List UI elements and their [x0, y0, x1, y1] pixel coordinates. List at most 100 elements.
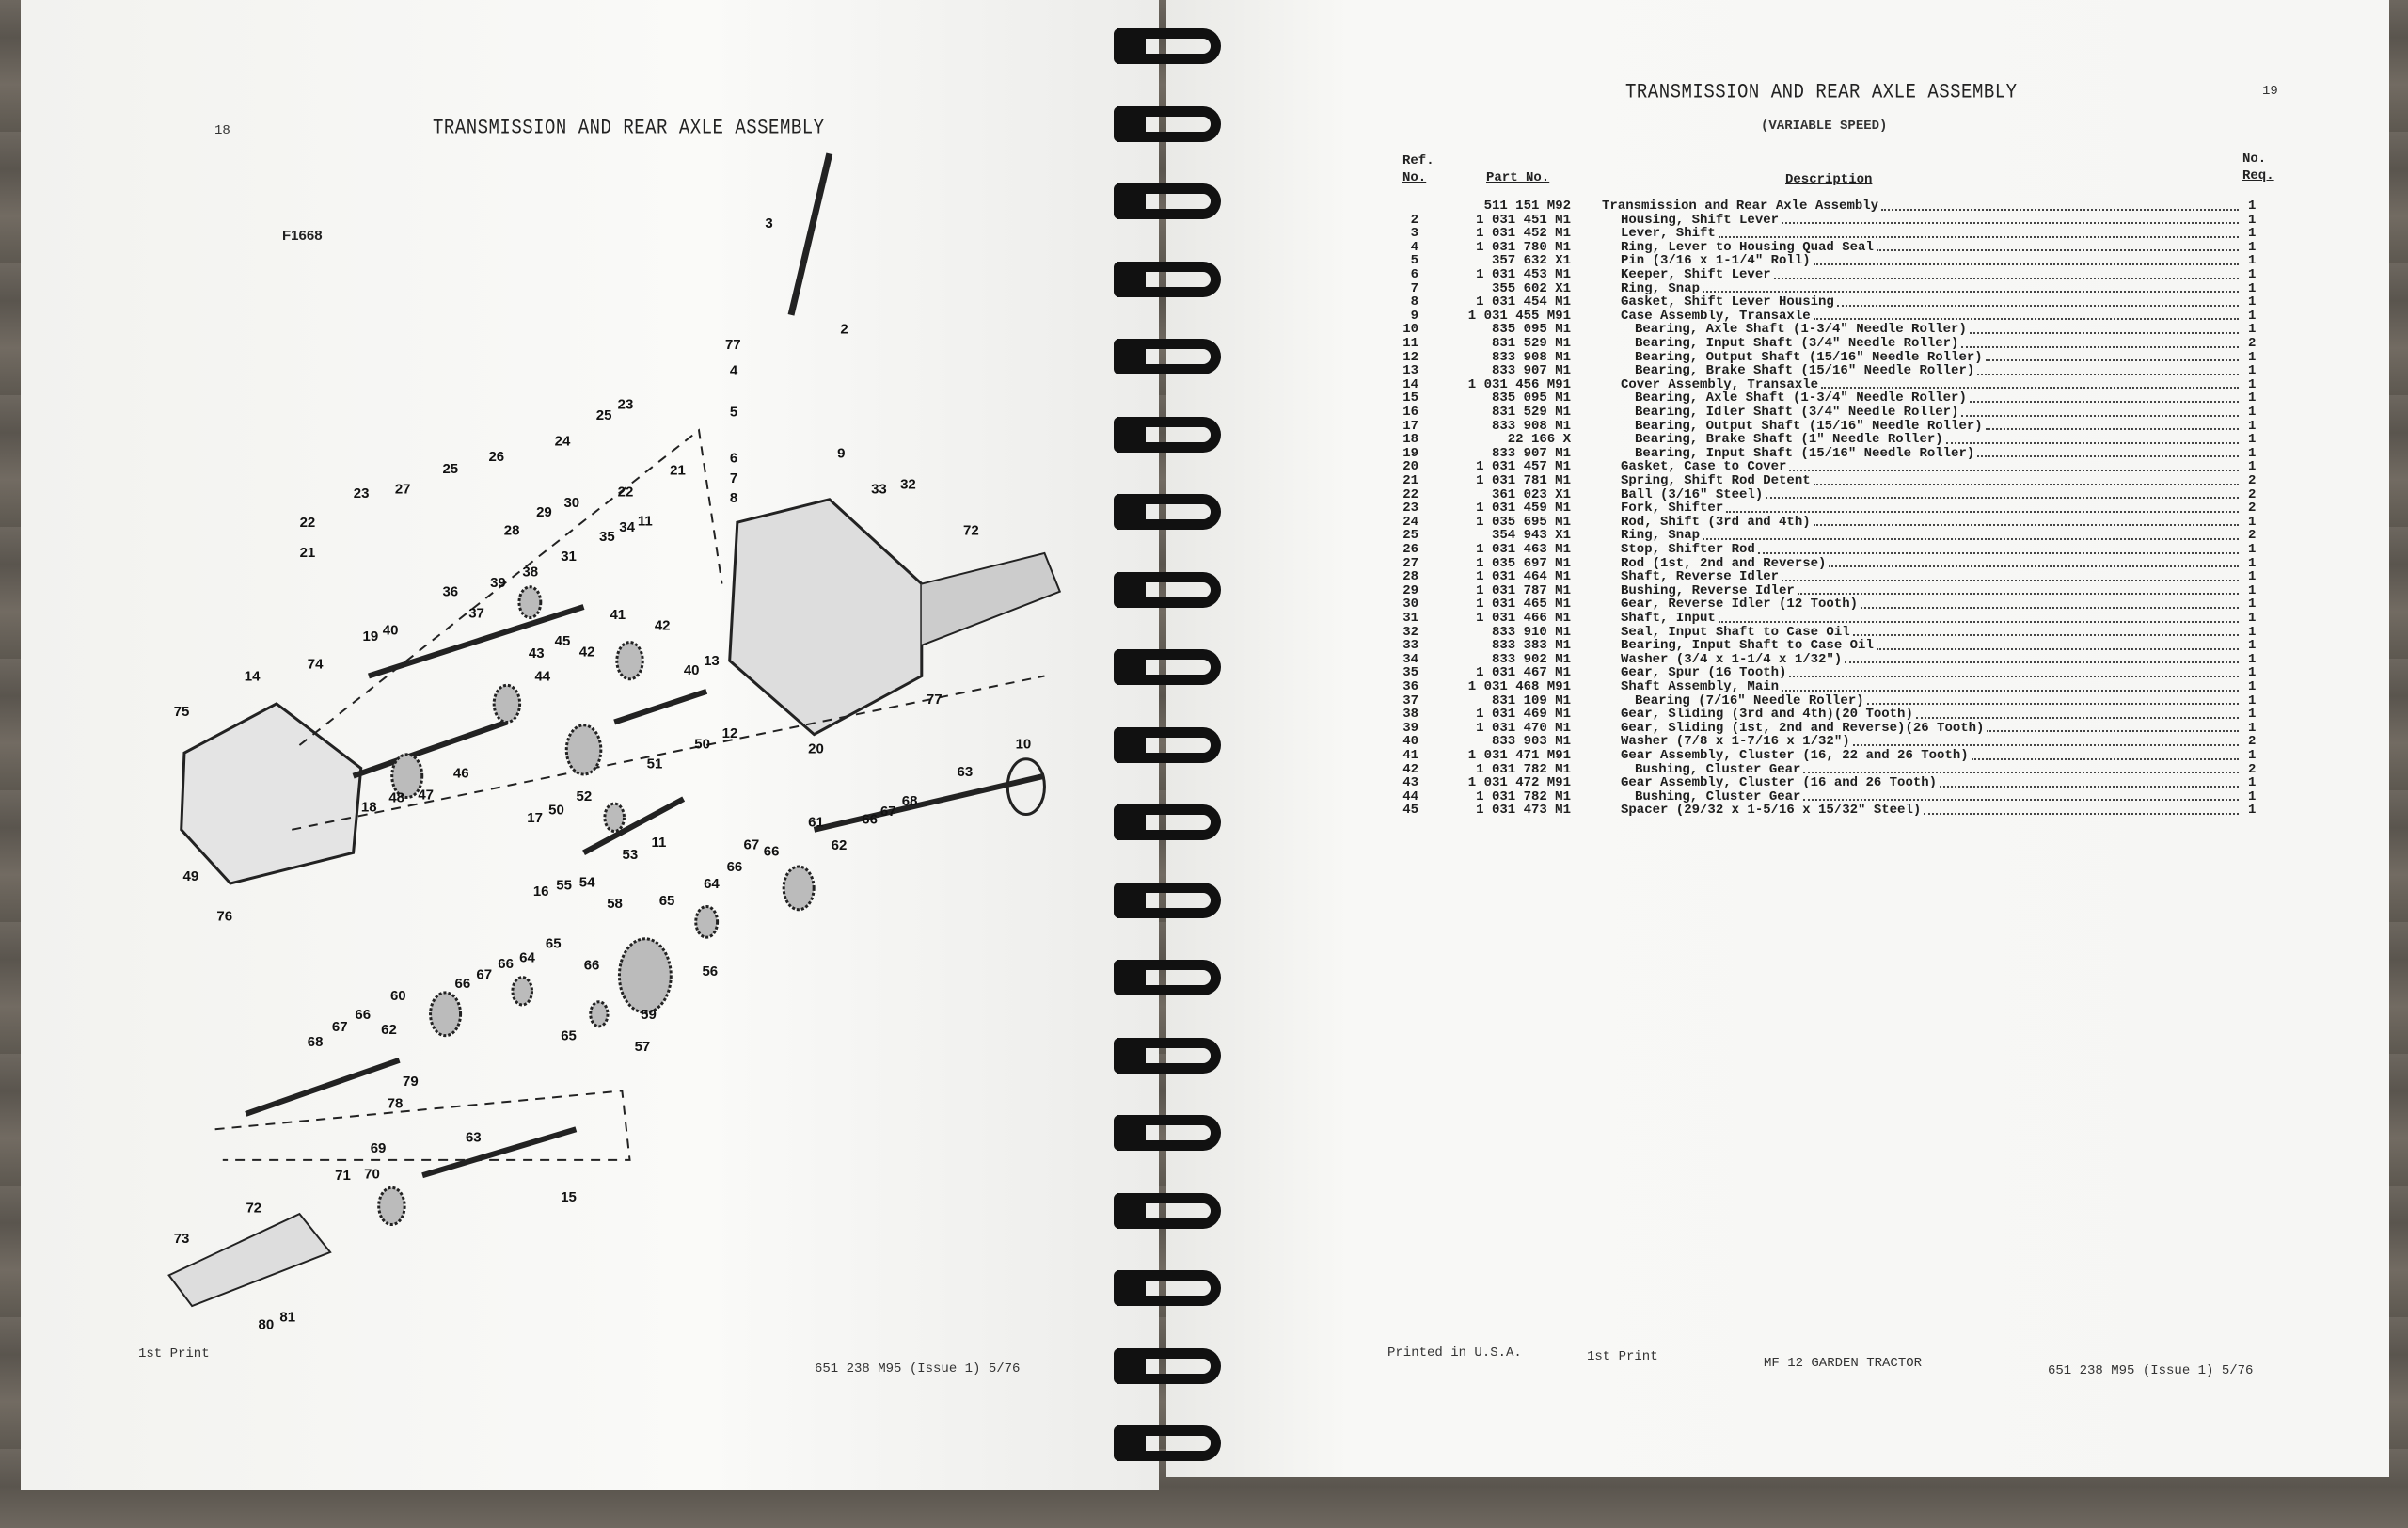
- callout-number: 66: [727, 859, 743, 875]
- callout-number: 33: [871, 481, 887, 497]
- quantity-required: 1: [2248, 597, 2257, 613]
- quantity-required: 1: [2248, 253, 2257, 269]
- quantity-required: 1: [2248, 405, 2257, 420]
- dot-leader: [1782, 689, 2239, 692]
- gear: [564, 724, 603, 776]
- description: Gasket, Case to Cover: [1621, 459, 1787, 475]
- dot-leader: [1977, 373, 2239, 375]
- ref-number: 33: [1402, 638, 1418, 654]
- description: Cover Assembly, Transaxle: [1621, 376, 1819, 392]
- description-cell: Spacer (29/32 x 1-5/16 x 15/32" Steel): [1621, 804, 2239, 818]
- callout-number: 80: [259, 1317, 275, 1333]
- ref-number: 35: [1402, 665, 1418, 681]
- part-number: 831 529 M1: [1491, 336, 1571, 351]
- part-number: 835 095 M1: [1491, 390, 1571, 406]
- description: Ring, Snap: [1621, 528, 1701, 544]
- callout-number: 17: [527, 810, 543, 826]
- quantity-required: 1: [2248, 542, 2257, 557]
- dot-leader: [1703, 537, 2239, 540]
- part-number: 1 031 470 M1: [1476, 720, 1571, 736]
- description: Fork, Shifter: [1621, 501, 1724, 517]
- dot-leader: [1782, 579, 2239, 581]
- dot-leader: [1836, 304, 2239, 307]
- dot-leader: [1813, 318, 2239, 321]
- callout-number: 14: [245, 669, 261, 685]
- callout-number: 64: [519, 949, 535, 965]
- description-cell: Bearing (7/16" Needle Roller): [1635, 693, 2239, 708]
- ref-number: 40: [1402, 734, 1418, 750]
- description-cell: Gear, Sliding (1st, 2nd and Reverse)(26 …: [1621, 722, 2239, 736]
- dot-leader: [1718, 620, 2239, 623]
- gear: [517, 585, 543, 619]
- ref-number: 20: [1402, 459, 1418, 475]
- description-cell: Transmission and Rear Axle Assembly: [1602, 199, 2239, 214]
- callout-number: 74: [308, 656, 324, 672]
- binding-ring: [1114, 726, 1221, 763]
- gear: [511, 976, 534, 1007]
- axle-tube: [921, 551, 1062, 646]
- description: Shaft Assembly, Main: [1621, 679, 1780, 694]
- description: Bushing, Cluster Gear: [1635, 761, 1801, 777]
- footer-print: 1st Print: [1587, 1349, 1658, 1364]
- gear: [589, 1000, 610, 1028]
- callout-number: 25: [596, 407, 612, 423]
- part-number: 1 031 453 M1: [1476, 267, 1571, 282]
- callout-number: 43: [529, 645, 545, 661]
- part-number: 357 632 X1: [1491, 253, 1571, 269]
- quantity-required: 2: [2248, 761, 2257, 777]
- callout-number: 65: [561, 1028, 577, 1044]
- shaft: [582, 796, 686, 855]
- dot-leader: [1803, 772, 2239, 774]
- callout-number: 2: [840, 321, 848, 337]
- description-cell: Bearing, Input Shaft (15/16" Needle Roll…: [1635, 447, 2239, 461]
- callout-number: 40: [383, 623, 399, 639]
- quantity-required: 2: [2248, 528, 2257, 544]
- callout-number: 24: [555, 434, 571, 450]
- shaft: [813, 772, 1046, 833]
- callout-number: 72: [963, 522, 979, 538]
- callout-number: 28: [504, 522, 520, 538]
- part-number: 831 529 M1: [1491, 405, 1571, 420]
- shaft: [421, 1126, 578, 1179]
- binding-ring: [1114, 804, 1221, 840]
- description-cell: Washer (7/8 x 1-7/16 x 1/32"): [1621, 735, 2239, 749]
- gear: [615, 641, 644, 681]
- quantity-required: 1: [2248, 349, 2257, 365]
- callout-number: 81: [279, 1309, 295, 1325]
- description: Gear, Sliding (3rd and 4th)(20 Tooth): [1621, 707, 1913, 723]
- callout-number: 42: [579, 644, 595, 660]
- description: Bearing, Output Shaft (15/16" Needle Rol…: [1635, 418, 1983, 434]
- ref-number: 18: [1402, 432, 1418, 448]
- callout-number: 68: [902, 793, 918, 809]
- figure-id: F1668: [282, 228, 323, 244]
- dot-leader: [1757, 551, 2239, 554]
- ref-number: 14: [1402, 376, 1418, 392]
- part-number: 1 031 467 M1: [1476, 665, 1571, 681]
- ref-number: 38: [1402, 707, 1418, 723]
- description-cell: Gear, Reverse Idler (12 Tooth): [1621, 597, 2239, 612]
- description: Gear, Spur (16 Tooth): [1621, 665, 1787, 681]
- quantity-required: 1: [2248, 363, 2257, 379]
- dot-leader: [1813, 524, 2239, 527]
- description-cell: Case Assembly, Transaxle: [1621, 310, 2239, 324]
- shaft: [245, 1057, 401, 1117]
- callout-number: 26: [488, 449, 504, 465]
- callout-number: 25: [442, 461, 458, 477]
- callout-number: 46: [453, 765, 469, 781]
- quantity-required: 1: [2248, 788, 2257, 804]
- description: Case Assembly, Transaxle: [1621, 308, 1811, 324]
- description-cell: Bearing, Input Shaft to Case Oil: [1621, 639, 2239, 653]
- ref-number: 34: [1402, 651, 1418, 667]
